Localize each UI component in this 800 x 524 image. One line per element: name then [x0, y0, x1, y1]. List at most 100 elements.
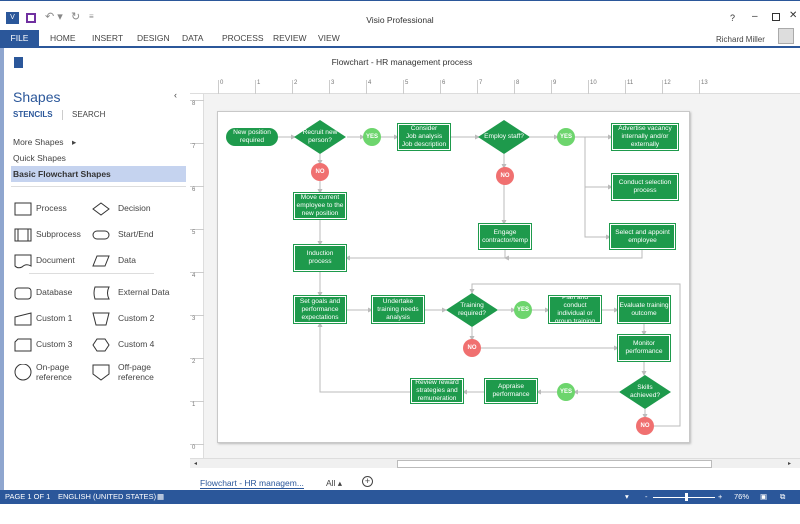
ruler-tick: 12	[662, 80, 671, 94]
user-name[interactable]: Richard Miller	[716, 35, 765, 44]
minimize-button[interactable]: –	[752, 11, 758, 22]
stencil-shape-custom-1[interactable]: Custom 1	[14, 312, 99, 332]
decision-skills[interactable]: Skills achieved?	[619, 375, 671, 409]
subprocess-icon	[14, 228, 32, 242]
tab-process[interactable]: PROCESS	[222, 33, 264, 43]
flow-node-induction[interactable]: Induction process	[293, 244, 347, 272]
zoom-in-button[interactable]: +	[718, 492, 723, 501]
avatar[interactable]	[778, 28, 794, 44]
scroll-right-icon[interactable]: ▸	[788, 461, 792, 467]
connector[interactable]	[584, 137, 611, 240]
flow-node-review[interactable]: Review reward strategies and remuneratio…	[410, 378, 464, 404]
close-button[interactable]: ✕	[789, 10, 798, 21]
scroll-left-icon[interactable]: ◂	[194, 461, 198, 467]
yes-label: YES	[557, 383, 575, 401]
redo-icon[interactable]: ↻	[71, 11, 81, 23]
ruler-tick: 6	[440, 80, 445, 94]
connector[interactable]	[317, 322, 411, 393]
save-icon[interactable]	[26, 13, 36, 23]
tab-stencils[interactable]: STENCILS	[13, 110, 53, 119]
ruler-tick: 10	[588, 80, 597, 94]
tab-data[interactable]: DATA	[182, 33, 204, 43]
stencil-shape-label: Subprocess	[36, 229, 81, 239]
decision-recruit[interactable]: Recruit new person?	[294, 120, 346, 154]
connector[interactable]	[345, 249, 506, 261]
zoom-level[interactable]: 76%	[734, 492, 750, 501]
fit-page-icon[interactable]: ▣	[760, 492, 768, 501]
external-data-icon	[93, 286, 110, 300]
connector[interactable]	[469, 283, 681, 427]
tab-view[interactable]: VIEW	[318, 33, 340, 43]
flow-node-engage[interactable]: Engage contractor/temp	[478, 223, 532, 250]
tab-design[interactable]: DESIGN	[137, 33, 170, 43]
stencil-shape-document[interactable]: Document	[14, 254, 99, 274]
ruler-tick: 6	[190, 186, 204, 193]
tab-search[interactable]: SEARCH	[72, 110, 106, 119]
yes-label: YES	[514, 301, 532, 319]
switch-windows-icon[interactable]: ⧉	[780, 492, 786, 501]
stencil-shape-on-page-reference[interactable]: On-page reference	[14, 362, 99, 384]
flow-node-advertise[interactable]: Advertise vacancy internally and/or exte…	[611, 123, 679, 151]
flow-node-move[interactable]: Move current employee to the new positio…	[293, 192, 347, 220]
flow-node-appraise[interactable]: Appraise performance	[484, 378, 538, 404]
page-indicator[interactable]: PAGE 1 OF 1	[5, 492, 51, 501]
stencil-shape-process[interactable]: Process	[14, 202, 99, 222]
stencil-basic-flowchart[interactable]: Basic Flowchart Shapes	[11, 166, 186, 182]
tab-review[interactable]: REVIEW	[273, 33, 307, 43]
stencil-shape-custom-2[interactable]: Custom 2	[92, 312, 177, 332]
flow-node-monitor[interactable]: Monitor performance	[617, 334, 671, 362]
decision-employ[interactable]: Employ staff?	[478, 120, 530, 154]
zoom-slider-thumb[interactable]	[685, 493, 689, 501]
stencil-shape-database[interactable]: Database	[14, 286, 99, 306]
more-shapes[interactable]: More Shapes ▸	[13, 137, 76, 148]
undo-icon[interactable]: ↶ ▾	[45, 11, 63, 23]
stencil-shape-subprocess[interactable]: Subprocess	[14, 228, 99, 248]
flow-node-goals[interactable]: Set goals and performance expectations	[293, 295, 347, 324]
stencil-shape-start-end[interactable]: Start/End	[92, 228, 177, 248]
stencil-shape-label: Decision	[118, 203, 151, 213]
stencil-shape-data[interactable]: Data	[92, 254, 177, 274]
page-tab-all[interactable]: All ▴	[326, 478, 343, 488]
decision-label: Employ staff?	[484, 133, 524, 140]
flow-node-start[interactable]: New position required	[226, 128, 278, 146]
language-indicator[interactable]: ENGLISH (UNITED STATES)	[58, 492, 157, 501]
quick-shapes[interactable]: Quick Shapes	[13, 153, 66, 163]
decision-diamond-icon	[478, 120, 530, 154]
macro-icon[interactable]: ▦	[157, 492, 165, 501]
decision-training[interactable]: Training required?	[446, 293, 498, 327]
flow-node-consider[interactable]: Consider Job analysis Job description	[397, 123, 451, 151]
page-tab-active[interactable]: Flowchart - HR managem...	[200, 478, 304, 489]
zoom-out-button[interactable]: -	[645, 492, 648, 501]
customize-qat-icon[interactable]: ≡	[89, 12, 94, 21]
help-button[interactable]: ?	[730, 13, 736, 23]
process-icon	[14, 202, 32, 216]
stencil-shape-external-data[interactable]: External Data	[92, 286, 177, 306]
scrollbar-thumb[interactable]	[397, 460, 712, 468]
ribbon-divider	[0, 46, 800, 48]
flow-node-evaluate[interactable]: Evaluate training outcome	[617, 295, 671, 324]
stencil-shape-label: On-page reference	[36, 362, 72, 382]
stencil-shape-decision[interactable]: Decision	[92, 202, 177, 222]
stencil-shape-off-page-reference[interactable]: Off-page reference	[92, 362, 177, 384]
flow-node-appoint[interactable]: Select and appoint employee	[609, 223, 676, 250]
ribbon-tabs: FILE HOME INSERT DESIGN DATA PROCESS REV…	[0, 28, 800, 46]
tab-insert[interactable]: INSERT	[92, 33, 124, 43]
ruler-tick: 3	[190, 315, 204, 322]
no-label: NO	[463, 339, 481, 357]
stencil-shape-custom-3[interactable]: Custom 3	[14, 338, 99, 358]
horizontal-scrollbar[interactable]: ◂ ▸	[190, 458, 800, 468]
connector[interactable]	[504, 249, 643, 261]
zoom-slider[interactable]	[653, 497, 715, 498]
collapse-panel-icon[interactable]: ‹	[174, 90, 177, 100]
no-label: NO	[496, 167, 514, 185]
flow-node-selection[interactable]: Conduct selection process	[611, 173, 679, 201]
tab-home[interactable]: HOME	[50, 33, 76, 43]
flow-node-plan[interactable]: Plan and conduct individual or group tra…	[548, 295, 602, 324]
maximize-button[interactable]	[772, 13, 780, 21]
presentation-mode-icon[interactable]: ▾	[625, 492, 629, 501]
more-shapes-label: More Shapes	[13, 137, 64, 147]
tab-file[interactable]: FILE	[0, 30, 39, 46]
add-page-button[interactable]: +	[362, 476, 373, 487]
stencil-shape-custom-4[interactable]: Custom 4	[92, 338, 177, 358]
flow-node-needs[interactable]: Undertake training needs analysis	[371, 295, 425, 324]
